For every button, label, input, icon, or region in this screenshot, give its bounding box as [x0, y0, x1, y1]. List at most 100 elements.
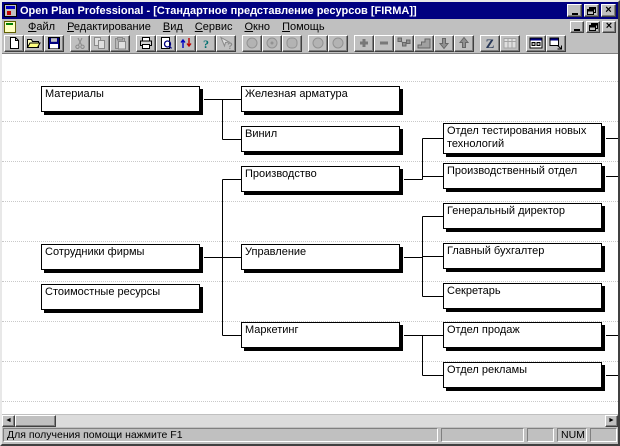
close-icon: ×: [605, 19, 613, 32]
minus-sign-icon: [380, 41, 388, 45]
circle-dot-shape-icon: [266, 37, 278, 49]
open-folder-icon: [26, 39, 41, 48]
collapse-button[interactable]: [374, 34, 394, 52]
network-view-button[interactable]: [394, 34, 414, 52]
tile-windows-button[interactable]: [526, 34, 546, 52]
resource-node-vinyl[interactable]: Винил: [241, 126, 400, 152]
resource-node-director[interactable]: Генеральный директор: [443, 203, 602, 229]
app-icon[interactable]: [4, 4, 17, 17]
row-guide-line: [2, 361, 618, 362]
network-nodes-icon: [397, 37, 411, 47]
menu-item-4[interactable]: Сервис: [194, 20, 233, 33]
toolbar-group-3: ??: [136, 34, 236, 52]
scissors-icon: [75, 37, 85, 50]
circle-tool-2-button: [328, 34, 348, 52]
circle-shape-icon: [332, 37, 344, 49]
status-bar: Для получения помощи нажмите F1 NUM: [2, 427, 618, 443]
status-panel-3: [527, 428, 554, 442]
import-export-button[interactable]: [176, 34, 196, 52]
horizontal-scrollbar: ◄ ►: [2, 414, 618, 427]
row-guide-line: [2, 161, 618, 162]
svg-text:Z: Z: [486, 36, 495, 50]
row-guide-line: [2, 81, 618, 82]
paste-button: [110, 34, 130, 52]
resource-node-cost[interactable]: Стоимостные ресурсы: [41, 284, 200, 310]
child-window-icon[interactable]: [4, 20, 16, 33]
restore-button[interactable]: [584, 4, 599, 17]
resource-node-secretary[interactable]: Секретарь: [443, 283, 602, 309]
help-button[interactable]: ?: [196, 34, 216, 52]
cut-button: [70, 34, 90, 52]
resource-node-accountant[interactable]: Главный бухгалтер: [443, 243, 602, 269]
new-button[interactable]: [4, 34, 24, 52]
context-help-button: ?: [216, 34, 236, 52]
resource-node-production[interactable]: Производство: [241, 166, 400, 192]
menu-item-3[interactable]: Вид: [162, 20, 183, 33]
resource-node-materials[interactable]: Материалы: [41, 86, 200, 112]
child-restore-button[interactable]: [586, 20, 600, 33]
stair-steps-icon: [417, 38, 431, 49]
svg-text:?: ?: [227, 41, 233, 50]
child-window-controls: ×: [570, 19, 616, 33]
cascade-windows-button[interactable]: [546, 34, 566, 52]
resource-node-sales[interactable]: Отдел продаж: [443, 322, 602, 348]
move-up-button[interactable]: [454, 34, 474, 52]
window-controls: ×: [567, 4, 616, 17]
move-down-button[interactable]: [434, 34, 454, 52]
close-button[interactable]: ×: [601, 4, 616, 17]
node-shape-circle-dot-button: [262, 34, 282, 52]
menu-items: Файл Редактирование Вид Сервис Окно Помощь: [22, 20, 570, 34]
open-button[interactable]: [24, 34, 44, 52]
resource-node-ads[interactable]: Отдел рекламы: [443, 362, 602, 388]
print-button[interactable]: [136, 34, 156, 52]
resource-node-management[interactable]: Управление: [241, 244, 400, 270]
save-button[interactable]: [44, 34, 64, 52]
new-document-icon: [10, 37, 19, 49]
page-magnifier-icon: [161, 37, 172, 49]
circle-tool-1-button: [308, 34, 328, 52]
save-floppy-icon: [48, 37, 60, 49]
row-guide-line: [2, 401, 618, 402]
row-guide-line: [2, 241, 618, 242]
question-mark-icon: ?: [203, 37, 209, 50]
resource-node-employees[interactable]: Сотрудники фирмы: [41, 244, 200, 270]
restore-icon: [588, 22, 598, 31]
spreadsheet-grid-icon: [503, 38, 517, 49]
status-message: Для получения помощи нажмите F1: [3, 428, 438, 442]
num-lock-indicator: NUM: [557, 428, 587, 442]
scroll-right-button[interactable]: ►: [605, 415, 618, 427]
menu-item-2[interactable]: Редактирование: [67, 20, 151, 33]
node-shape-rounded-button: [282, 34, 302, 52]
scroll-left-button[interactable]: ◄: [2, 415, 15, 427]
scrollbar-thumb[interactable]: [15, 415, 56, 427]
toolbar-group-2: [70, 34, 130, 52]
resource-node-iron[interactable]: Железная арматура: [241, 86, 400, 112]
up-down-arrows-icon: [180, 38, 192, 48]
toolbar-group-6: [354, 34, 474, 52]
toolbar-group-7: Z: [480, 34, 520, 52]
row-guide-line: [2, 281, 618, 282]
child-minimize-button[interactable]: [570, 20, 584, 33]
circle-shape-icon: [246, 37, 258, 49]
row-guide-line: [2, 321, 618, 322]
resource-node-marketing[interactable]: Маркетинг: [241, 322, 400, 348]
minimize-button[interactable]: [567, 4, 582, 17]
child-close-button[interactable]: ×: [602, 19, 616, 33]
svg-text:?: ?: [203, 37, 209, 50]
copy-button: [90, 34, 110, 52]
print-preview-button[interactable]: [156, 34, 176, 52]
hierarchy-steps-button[interactable]: [414, 34, 434, 52]
expand-button[interactable]: [354, 34, 374, 52]
resource-node-prod_dept[interactable]: Производственный отдел: [443, 163, 602, 189]
z-order-button[interactable]: Z: [480, 34, 500, 52]
menu-item-5[interactable]: Окно: [244, 20, 271, 33]
menu-item-6[interactable]: Помощь: [282, 20, 325, 33]
letter-z-icon: Z: [486, 36, 495, 50]
menu-item-1[interactable]: Файл: [28, 20, 56, 33]
restore-icon: [587, 6, 596, 15]
rounded-shape-icon: [286, 37, 298, 49]
resource-node-test_dept[interactable]: Отдел тестирования новых технологий: [443, 123, 602, 154]
node-shape-circle-button: [242, 34, 262, 52]
toolbar-group-1: [4, 34, 64, 52]
